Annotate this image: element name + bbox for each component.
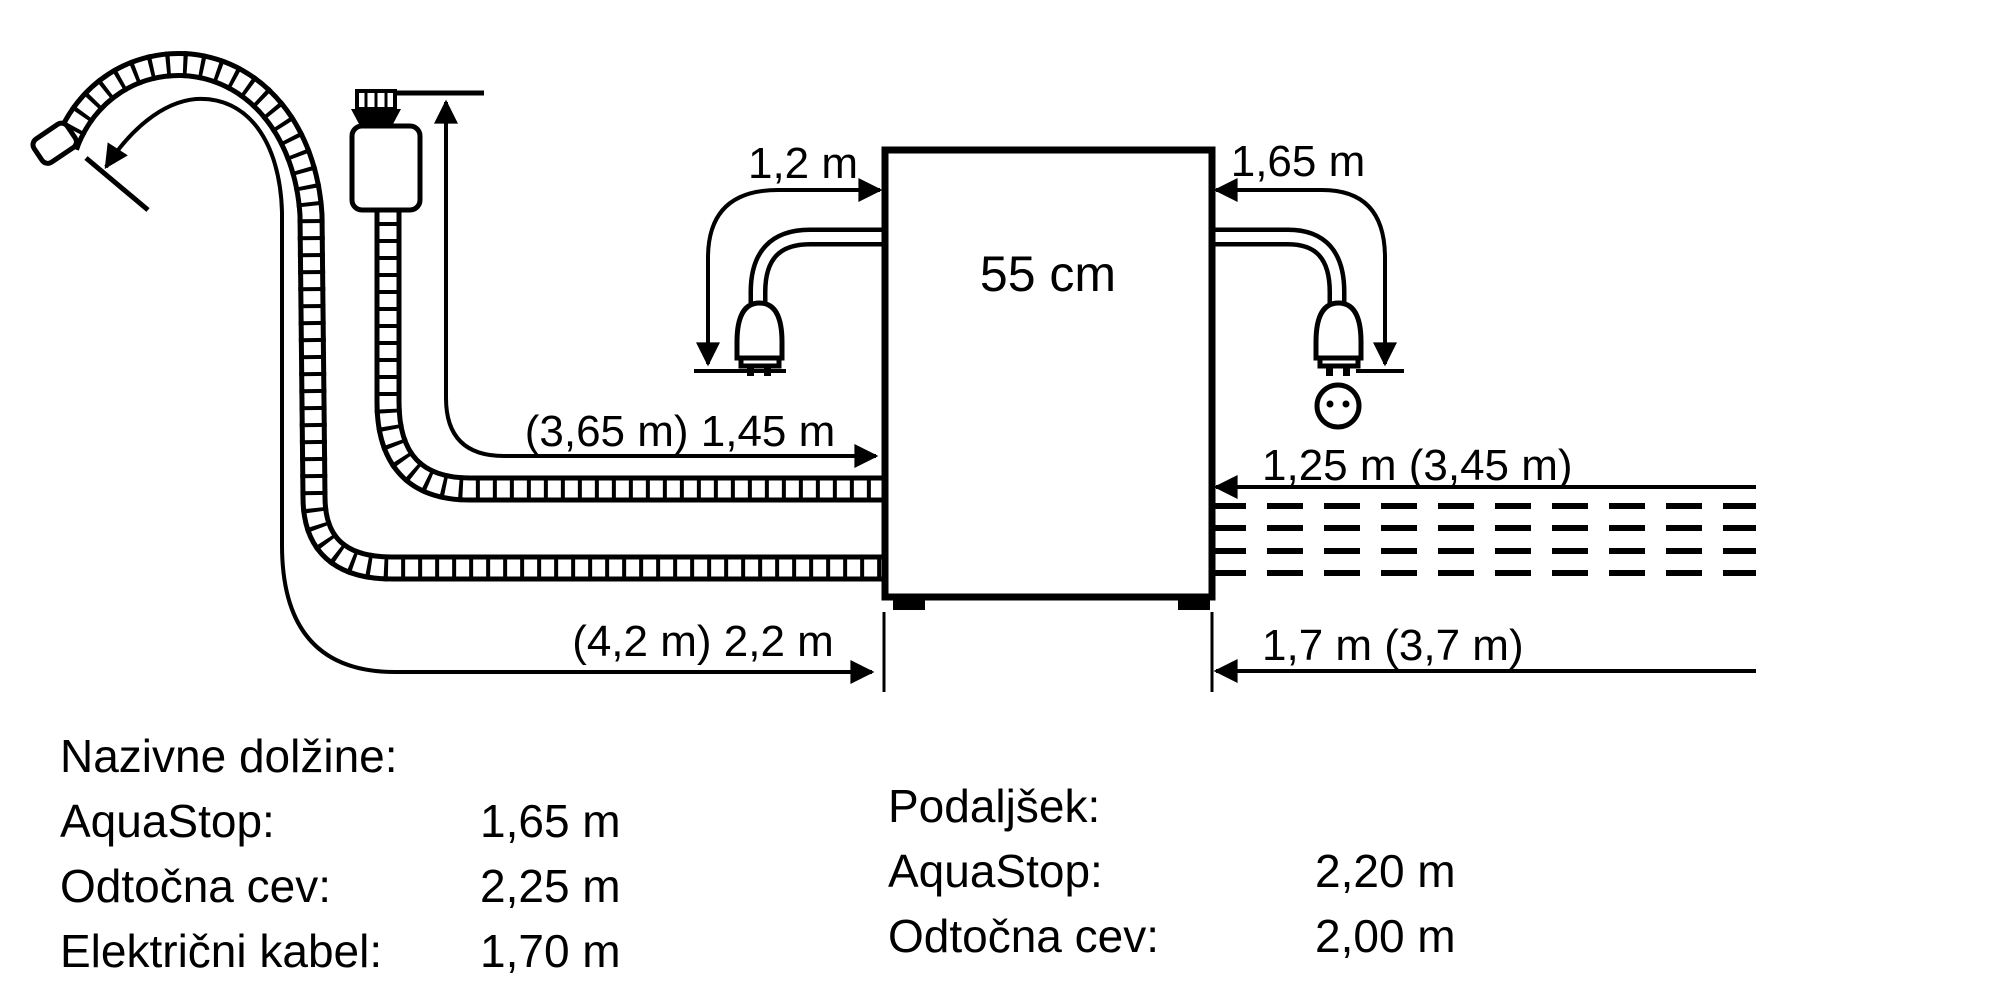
dim-drain-left-arrow bbox=[104, 96, 875, 684]
dim-cable-left-arrow bbox=[696, 178, 883, 367]
power-cord-right bbox=[1208, 227, 1347, 322]
label-drain-left: (4,2 m) 2,2 m bbox=[572, 617, 834, 666]
socket-icon bbox=[1314, 382, 1362, 430]
valve-collar bbox=[351, 109, 401, 124]
legend-left-row-label: AquaStop: bbox=[60, 795, 275, 847]
legend-right-row-value: 2,00 m bbox=[1315, 910, 1456, 962]
dishwasher-box bbox=[881, 146, 1216, 601]
legend-extensions: Podaljšek: AquaStop: 2,20 m Odtočna cev:… bbox=[888, 780, 1456, 962]
legend-left-row-label: Električni kabel: bbox=[60, 925, 382, 977]
label-drain-right: 1,7 m (3,7 m) bbox=[1262, 621, 1524, 670]
legend-left-title: Nazivne dolžine: bbox=[60, 730, 398, 782]
power-cord-left bbox=[748, 227, 888, 322]
legend-right-row-value: 2,20 m bbox=[1315, 845, 1456, 897]
sink-edge-line bbox=[84, 156, 150, 212]
power-plug-left-icon bbox=[734, 300, 785, 376]
aquastop-valve-icon bbox=[349, 89, 423, 213]
valve-body bbox=[349, 123, 423, 213]
legend-right-row-label: AquaStop: bbox=[888, 845, 1103, 897]
label-width: 55 cm bbox=[980, 246, 1116, 302]
legend-nominal-lengths: Nazivne dolžine: AquaStop: 1,65 m Odtočn… bbox=[60, 730, 621, 977]
label-cable-right: 1,65 m bbox=[1231, 137, 1366, 186]
dishwasher-foot-left bbox=[893, 597, 925, 610]
legend-left-row-value: 1,65 m bbox=[480, 795, 621, 847]
legend-right-row-label: Odtočna cev: bbox=[888, 910, 1159, 962]
legend-left-row-label: Odtočna cev: bbox=[60, 860, 331, 912]
power-plug-right-icon bbox=[1313, 300, 1364, 376]
legend-left-row-value: 1,70 m bbox=[480, 925, 621, 977]
legend-right-title: Podaljšek: bbox=[888, 780, 1100, 832]
hose-end-cap-icon bbox=[30, 120, 79, 166]
drain-hose-hook-icon bbox=[53, 51, 888, 582]
aquastop-supply-hose-icon bbox=[374, 205, 888, 503]
extension-hoses-dashed bbox=[1210, 503, 1756, 576]
label-supply-left: (3,65 m) 1,45 m bbox=[525, 407, 836, 456]
dishwasher-foot-right bbox=[1178, 597, 1210, 610]
dimension-lines bbox=[104, 96, 1756, 684]
label-cable-left: 1,2 m bbox=[748, 139, 858, 188]
legend-left-row-value: 2,25 m bbox=[480, 860, 621, 912]
dim-cable-right-arrow bbox=[1213, 178, 1397, 367]
label-supply-right: 1,25 m (3,45 m) bbox=[1262, 441, 1573, 490]
